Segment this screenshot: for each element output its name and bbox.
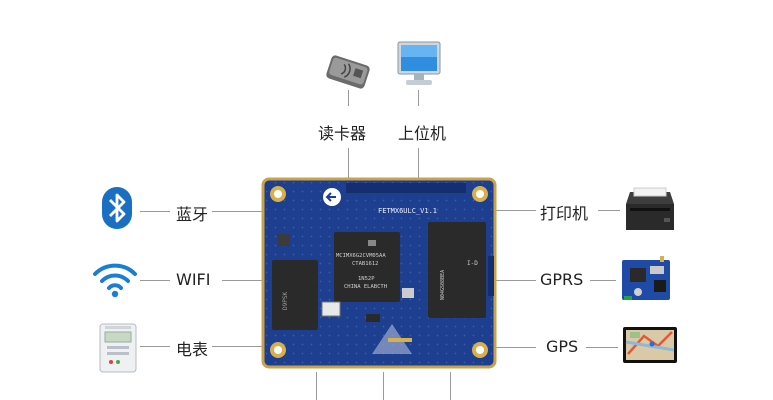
top-pin-header [346,183,466,193]
gprs-label: GPRS [540,270,584,289]
card-reader-icon [326,55,370,89]
card-reader-connector-upper [348,90,349,106]
bluetooth-label: 蓝牙 [176,205,209,224]
nand-marking-line1: I-D [467,260,478,267]
meter-label: 电表 [176,340,209,359]
card-reader-label: 读卡器 [318,124,367,143]
gprs-module-icon [622,256,670,300]
bluetooth-icon [102,187,132,229]
gprs-connector-left [496,280,536,281]
bottom-connector-3 [450,372,451,400]
bottom-connector-2 [383,372,384,400]
printer-connector-right [598,210,620,211]
gps-connector-left [496,347,536,348]
meter-connector-right [212,346,264,347]
pcb-board [261,177,497,369]
gprs-connector-right [590,280,616,281]
bluetooth-connector-right [212,211,264,212]
printer-label: 打印机 [540,204,589,223]
host-computer-connector [418,90,419,106]
wifi-connector-right [222,280,264,281]
nand-marking-line2: N04GS08BEA [440,269,446,300]
board-model-text: FETMX6ULC_V1.1 [378,207,438,215]
wifi-label: WIFI [176,270,211,289]
gps-label: GPS [546,337,579,356]
cpu-marking-line2: CTAB1612 [352,261,379,267]
cpu-marking-line3: 1N52P [358,276,375,282]
bluetooth-connector-left [140,211,170,212]
cpu-marking-line4: CHINA ELABCTH [344,284,388,290]
gps-navigator-icon [623,327,677,363]
printer-connector-left [496,210,536,211]
card-reader-connector [348,148,349,180]
monitor-icon [397,41,441,85]
bottom-connector-1 [316,372,317,400]
printer-icon [626,187,674,230]
host-computer-label: 上位机 [398,124,447,143]
electric-meter-icon [99,323,137,373]
wifi-icon [93,263,137,298]
host-computer-connector-lower [418,148,419,180]
meter-connector-left [140,346,170,347]
gps-connector-right [586,347,618,348]
wifi-connector-left [140,280,170,281]
cpu-marking-line1: MCIMX6G2CVM05AA [336,253,386,259]
ram-marking: D9PSK [282,291,289,310]
